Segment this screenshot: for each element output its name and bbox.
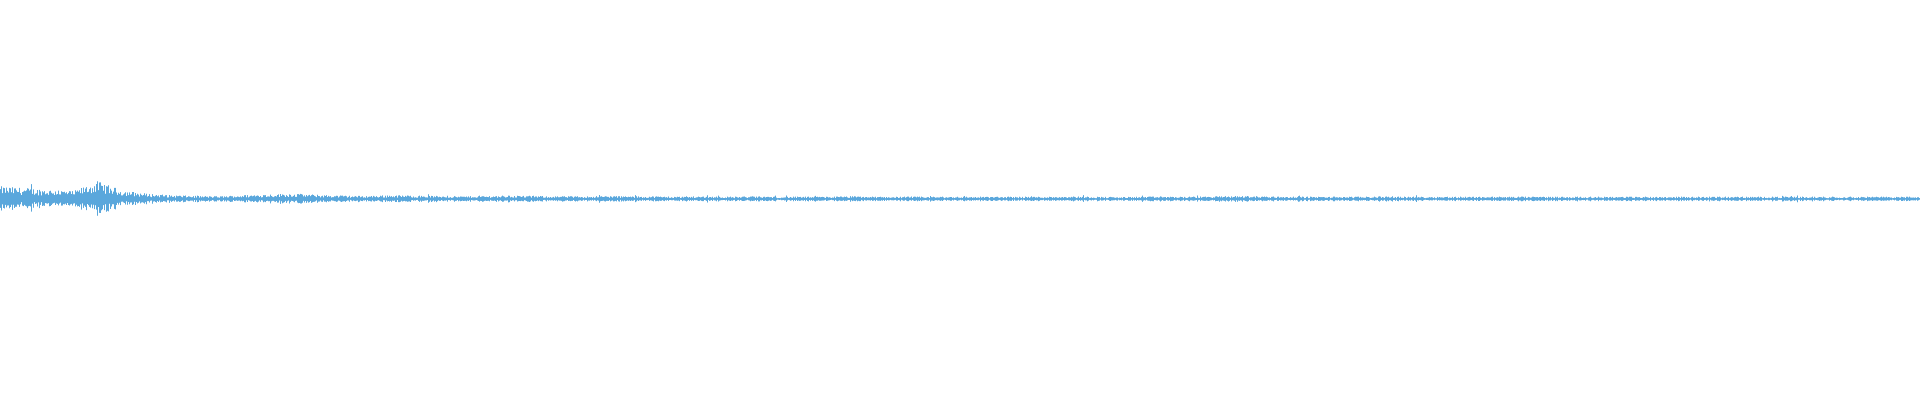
- waveform-trace: [0, 181, 1920, 216]
- waveform-samples: [0, 181, 1920, 216]
